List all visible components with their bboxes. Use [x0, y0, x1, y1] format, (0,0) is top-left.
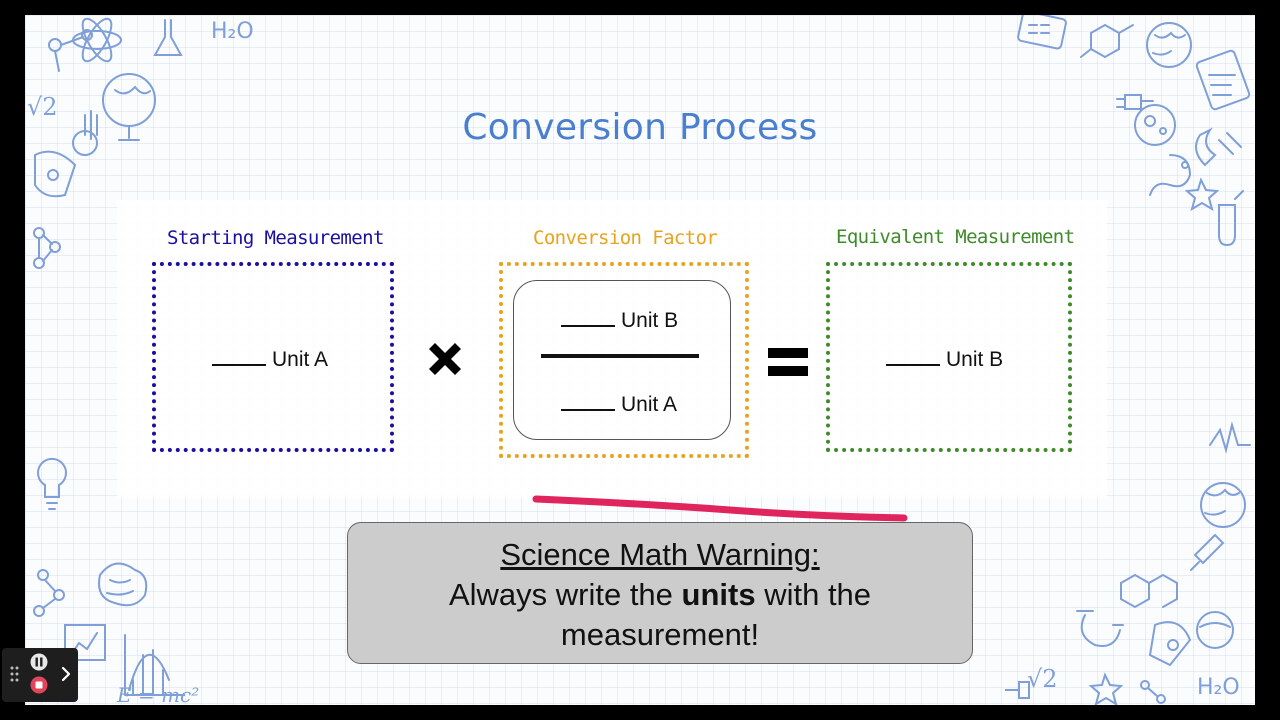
- starting-measurement-label: Starting Measurement: [167, 227, 384, 249]
- equals-icon: [766, 345, 810, 385]
- conversion-factor-box: Unit B Unit A: [499, 262, 749, 458]
- blank-line: [561, 409, 615, 411]
- warning-text-post: with the: [755, 577, 872, 612]
- numerator: Unit B: [561, 309, 678, 333]
- doodle-text-h2o: H₂O: [211, 19, 254, 44]
- drag-handle-icon[interactable]: [10, 666, 20, 686]
- fraction-bar: [541, 354, 699, 358]
- equivalent-measurement-label: Equivalent Measurement: [836, 226, 1075, 248]
- unit-b-text: Unit B: [621, 309, 679, 332]
- doodle-text-sqrt2: √2: [27, 93, 58, 121]
- unit-a-text: Unit A: [272, 348, 329, 371]
- blank-line: [212, 364, 266, 366]
- chevron-right-icon[interactable]: [60, 665, 72, 687]
- doodle-text-emc2: E = mc²: [117, 683, 200, 705]
- starting-measurement-value: Unit A: [212, 348, 328, 372]
- warning-heading: Science Math Warning:: [500, 537, 820, 572]
- slide: H₂O √2 E = mc² H₂O √2 Conver: [25, 15, 1255, 705]
- multiply-icon: [423, 337, 467, 385]
- pause-icon[interactable]: [30, 653, 48, 675]
- unit-b-text: Unit B: [946, 348, 1004, 371]
- blank-line: [886, 364, 940, 366]
- warning-line-2: measurement!: [560, 617, 760, 652]
- equivalent-measurement-box: Unit B: [826, 262, 1072, 452]
- warning-callout: Science Math Warning: Always write the u…: [347, 522, 973, 664]
- warning-text-bold: units: [681, 577, 756, 612]
- parentheses: [513, 280, 731, 440]
- warning-line-1: Always write the units with the: [348, 575, 972, 615]
- unit-a-text: Unit A: [621, 393, 678, 416]
- doodle-text-h2o-2: H₂O: [1197, 675, 1240, 700]
- pen-annotation-stroke: [530, 492, 910, 526]
- warning-text-pre: Always write the: [448, 577, 682, 612]
- conversion-factor-label: Conversion Factor: [533, 227, 718, 249]
- doodle-text-sqrt2-2: √2: [1027, 665, 1058, 693]
- doodle-border-right: [1005, 15, 1255, 705]
- slide-title: Conversion Process: [462, 107, 818, 148]
- blank-line: [561, 325, 615, 327]
- starting-measurement-box: Unit A: [152, 262, 394, 452]
- denominator: Unit A: [561, 393, 677, 417]
- equivalent-measurement-value: Unit B: [886, 348, 1003, 372]
- recorder-controls: [2, 648, 78, 702]
- stop-icon[interactable]: [30, 676, 48, 698]
